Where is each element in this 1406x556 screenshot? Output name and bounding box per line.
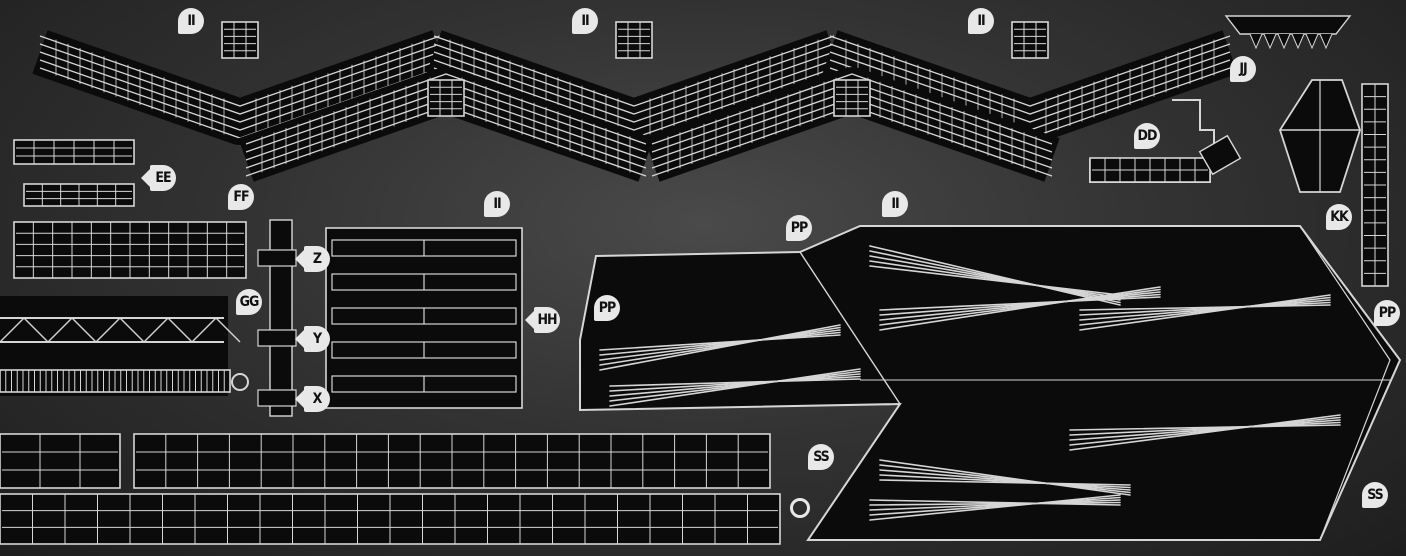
label-ii-top-right: II — [968, 8, 994, 34]
label-pp-right: PP — [1374, 300, 1400, 326]
label-pp-left: PP — [594, 295, 620, 321]
part-xyz-strip — [257, 219, 297, 417]
part-ee-panel — [13, 139, 247, 279]
label-o-ring — [790, 498, 810, 518]
label-gg: GG — [236, 289, 262, 315]
railing-set-ii-lower-right — [644, 67, 1060, 182]
label-ii-top-center: II — [572, 8, 598, 34]
label-ff: FF — [228, 184, 254, 210]
label-ss-left: SS — [808, 444, 834, 470]
label-dd: DD — [1134, 123, 1160, 149]
label-jj: JJ — [1230, 56, 1256, 82]
label-y: Y — [295, 326, 330, 352]
railing-set-ii-lower-left — [238, 67, 654, 182]
label-x: X — [295, 386, 330, 412]
label-kk: KK — [1326, 204, 1352, 230]
label-ii-top-left: II — [178, 8, 204, 34]
label-ss-right: SS — [1362, 482, 1388, 508]
part-bottom-railings — [0, 433, 781, 545]
label-pp-top: PP — [786, 215, 812, 241]
label-ii-lower-left: II — [484, 191, 510, 217]
part-dd-bracket — [1089, 99, 1242, 183]
part-hh-frames — [325, 227, 523, 409]
part-gg-truss — [0, 296, 249, 396]
part-kk-frame — [1279, 79, 1389, 287]
label-z: Z — [295, 246, 330, 272]
part-pp-ss-fan-fret — [579, 225, 1402, 541]
label-ii-lower-right: II — [882, 191, 908, 217]
railing-set-ii-top-right — [822, 21, 1238, 145]
label-hh: HH — [525, 307, 560, 333]
railing-set-ii-top-center — [426, 21, 842, 145]
part-jj-bracket — [1224, 15, 1352, 50]
label-ee: EE — [141, 165, 176, 191]
